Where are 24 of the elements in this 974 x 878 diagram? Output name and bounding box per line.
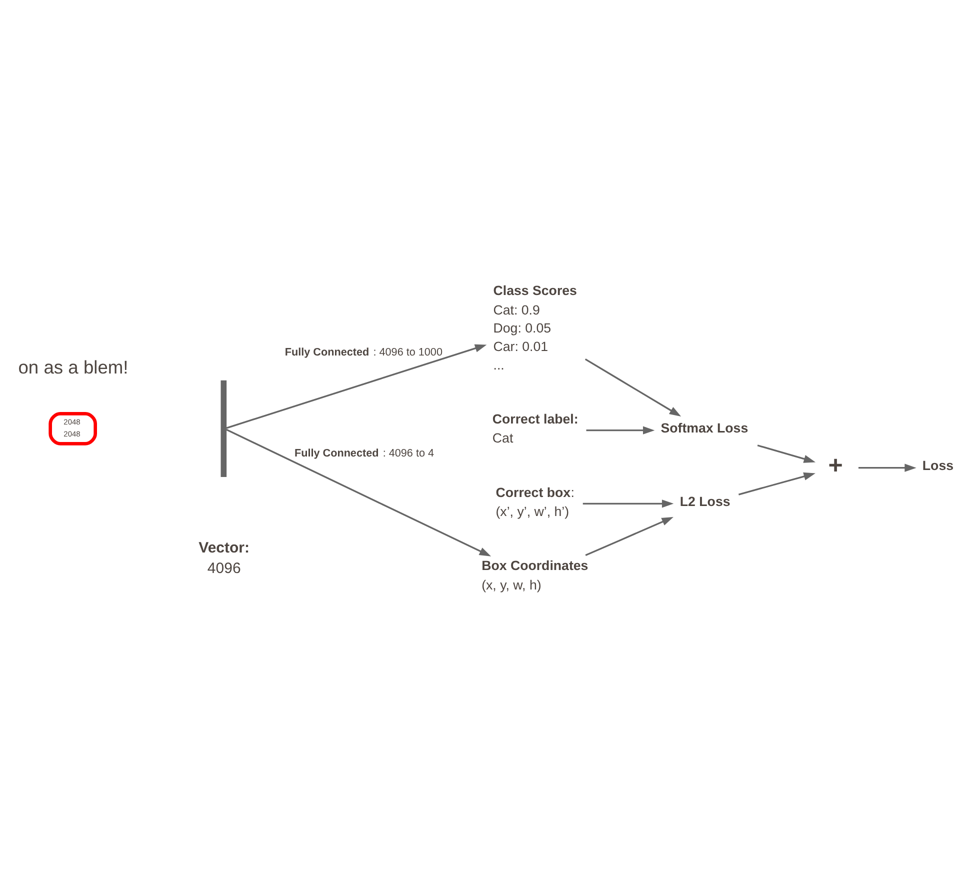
arrow (585, 516, 674, 556)
arrow (586, 426, 655, 434)
arrow (738, 472, 816, 495)
edge-label: Fully Connected: 4096 to 1000 (284, 346, 442, 358)
arrow (582, 499, 674, 508)
arrow (226, 428, 492, 556)
node-bar (220, 380, 227, 476)
node-text: L2 Loss (680, 494, 730, 508)
label: on as a blem! (18, 356, 128, 377)
node-label: 4096 (207, 560, 241, 577)
node-text: + (828, 451, 843, 480)
node-text: Class Scores Cat: 0.9 Dog: 0.05 Car: 0.01 ... (493, 282, 577, 372)
node-label: Vector: (198, 538, 250, 556)
node-text: Correct label: Cat (492, 411, 578, 446)
node-box: 2048 2048 (48, 412, 97, 445)
node-text: Softmax Loss (660, 420, 748, 436)
arrow (858, 463, 916, 472)
arrow (226, 344, 487, 428)
node-text: Box Coordinates (x, y, w, h) (482, 558, 588, 592)
node-text: Loss (922, 458, 954, 473)
node-text: Correct box: (x’, y’, w’, h’) (496, 484, 574, 518)
arrow (757, 444, 816, 462)
edge-label: Fully Connected: 4096 to 4 (294, 447, 434, 459)
arrow (584, 358, 682, 416)
